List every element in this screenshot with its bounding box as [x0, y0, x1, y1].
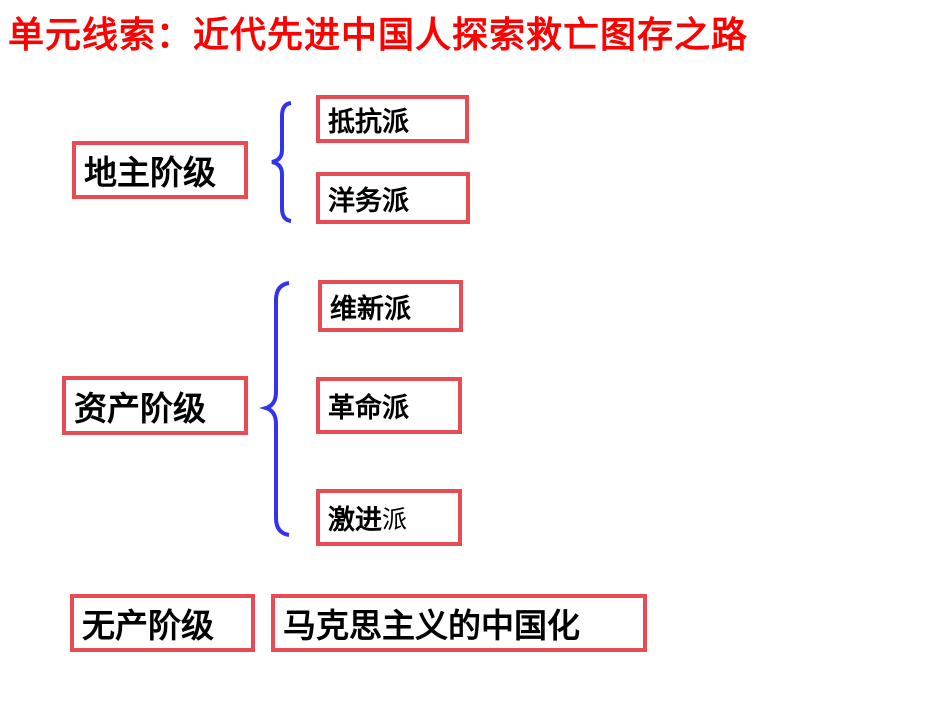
class-label-proletariat: 无产阶级 [82, 606, 214, 645]
branch-label-resistance: 抵抗派 [328, 106, 409, 138]
branch-label-reform: 维新派 [330, 293, 411, 325]
branch-box-revolution: 革命派 [316, 377, 462, 434]
class-box-bourgeois: 资产阶级 [62, 376, 248, 435]
branch-box-westernization: 洋务派 [316, 172, 470, 224]
branch-box-resistance: 抵抗派 [316, 95, 469, 143]
class-box-proletariat: 无产阶级 [70, 594, 255, 652]
class-box-landlord: 地主阶级 [72, 141, 248, 199]
class-label-bourgeois: 资产阶级 [74, 388, 206, 428]
brace-bourgeois [259, 281, 290, 537]
result-label-marxism: 马克思主义的中国化 [283, 606, 580, 645]
result-box-marxism: 马克思主义的中国化 [271, 594, 647, 652]
branch-label-westernization: 洋务派 [328, 185, 409, 217]
branch-box-reform: 维新派 [318, 280, 463, 332]
brace-landlord [271, 101, 292, 223]
branch-label-revolution: 革命派 [328, 393, 409, 424]
branch-label-radical: 激进 [328, 505, 382, 536]
branch-label-radical-suffix: 派 [382, 504, 408, 534]
class-label-landlord: 地主阶级 [84, 153, 216, 192]
branch-box-radical: 激进派 [316, 489, 462, 546]
page-title: 单元线索：近代先进中国人探索救亡图存之路 [8, 15, 749, 56]
